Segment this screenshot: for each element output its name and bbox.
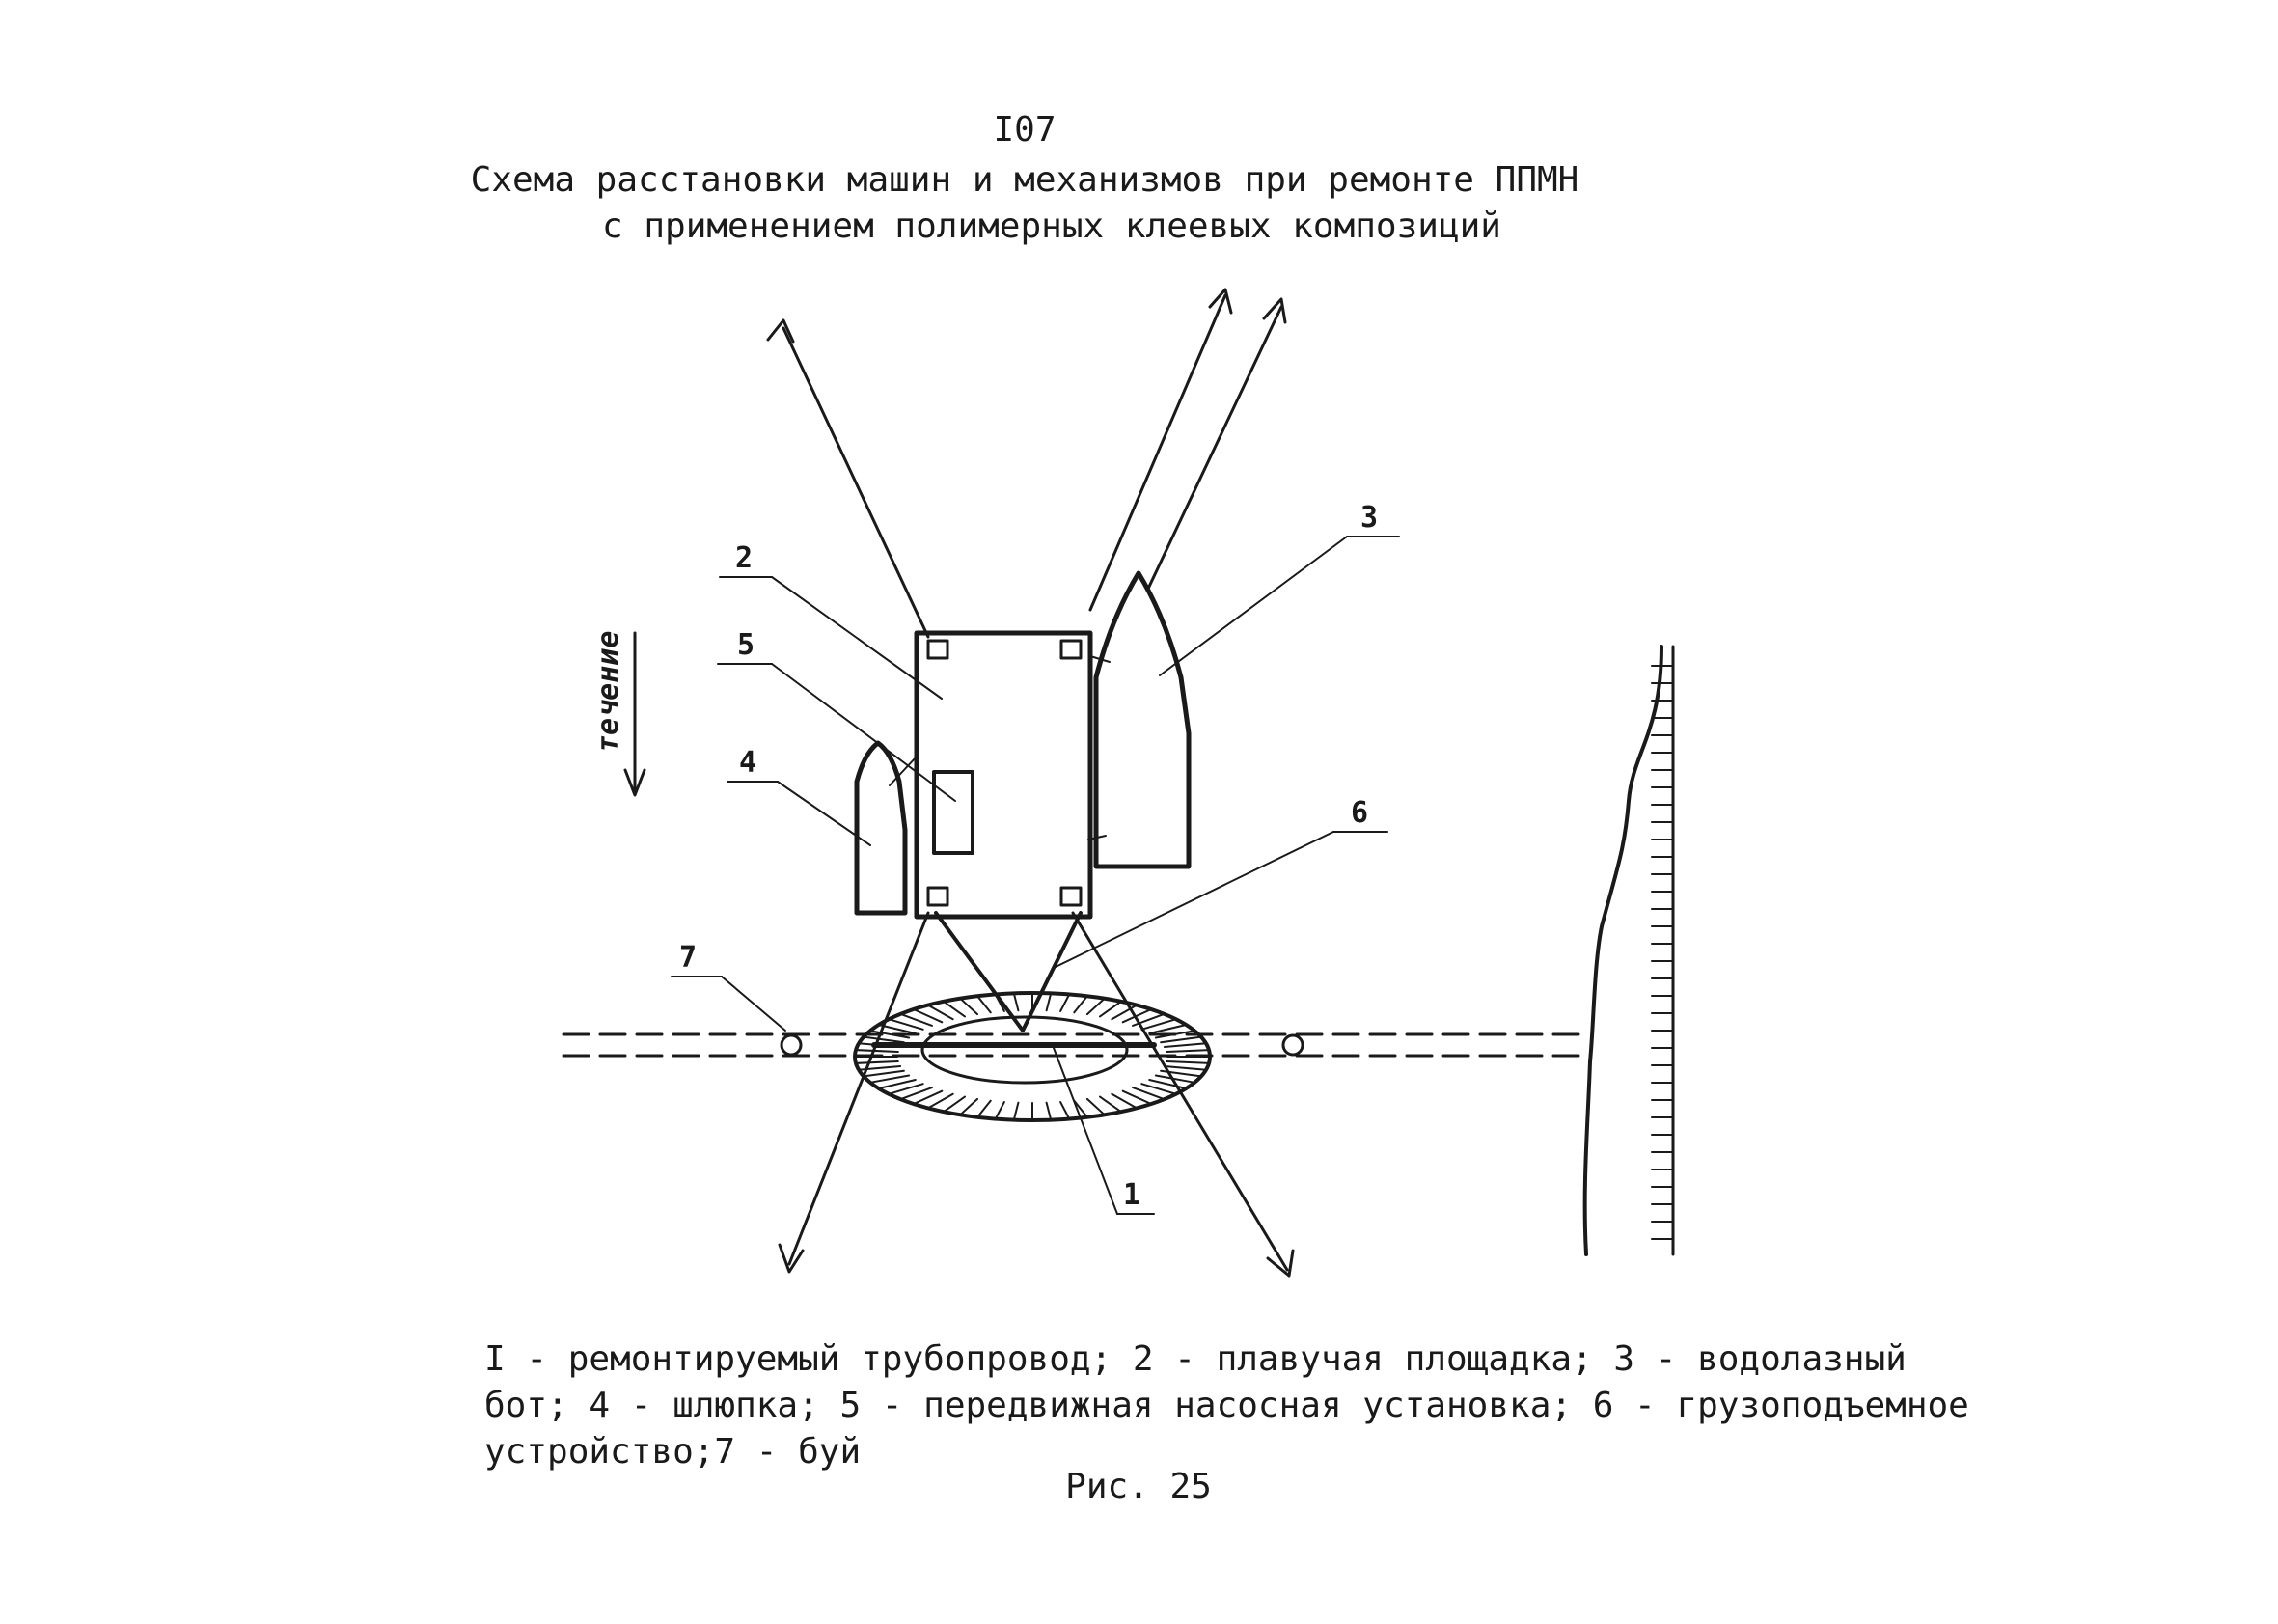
river-bank	[1582, 645, 1675, 1256]
pit-hatch-line	[926, 1004, 954, 1021]
pit-hatch-line	[1132, 1087, 1166, 1101]
pit-hatch-line	[899, 1087, 933, 1101]
pit-hatch-line	[1111, 1092, 1139, 1110]
pit-hatch-line	[1154, 1030, 1196, 1039]
launch-boat	[854, 740, 908, 916]
pit-hatch-line	[1059, 1101, 1071, 1120]
callout-5: 5	[737, 628, 755, 662]
pit-hatch-line	[1045, 1101, 1053, 1121]
pit-hatch-line	[863, 1069, 905, 1078]
pit-hatch-line	[959, 997, 979, 1016]
pit-hatch-line	[943, 1000, 966, 1018]
pit-hatch-line	[877, 1079, 917, 1089]
pit-hatch-line	[888, 1018, 924, 1031]
callout-3: 3	[1360, 501, 1378, 535]
winch-block-tl	[926, 639, 949, 660]
pit-hatch-line	[943, 1095, 966, 1114]
legend-line3: устройство;7 - буй	[484, 1432, 861, 1472]
pit-hatch-line	[1085, 997, 1106, 1016]
repair-pit	[853, 991, 1212, 1122]
pit-hatch-line	[1148, 1024, 1188, 1034]
pit-hatch-line	[1099, 1095, 1122, 1114]
anchor-cable-upper-right-1	[1088, 288, 1233, 612]
pit-hatch-line	[1166, 1060, 1210, 1064]
pit-hatch-line	[976, 995, 992, 1014]
pit-hatch-line	[1121, 1008, 1153, 1024]
diagram-title-line2: с применением полимерных клеевых компози…	[602, 206, 1501, 246]
buoy-right	[1281, 1033, 1304, 1057]
pit-hatch-line	[1073, 1099, 1088, 1118]
pit-hatch-line	[1012, 1101, 1020, 1121]
diving-boat	[1093, 570, 1192, 869]
pit-hatch-line	[1140, 1018, 1177, 1031]
pit-hatch-line	[912, 1008, 944, 1024]
page-number: I07	[993, 110, 1056, 150]
buoy-left	[780, 1033, 803, 1057]
pipeline	[562, 1032, 1584, 1058]
winch-block-br	[1059, 886, 1083, 907]
diagram-title-line1: Схема расстановки машин и механизмов при…	[471, 160, 1579, 200]
pit-hatch-line	[1163, 1065, 1207, 1071]
pit-hatch-line	[888, 1083, 924, 1095]
pit-hatch-line	[1059, 993, 1071, 1012]
callout-6: 6	[1351, 796, 1368, 830]
current-label: течение	[591, 631, 625, 753]
pit-hatch-line	[1163, 1042, 1207, 1048]
legend-line2: бот; 4 - шлюпка; 5 - передвижная насосна…	[484, 1386, 1969, 1425]
callout-2: 2	[735, 541, 753, 575]
winch-block-tr	[1059, 639, 1083, 660]
anchor-cable-upper-right-2	[1146, 297, 1287, 591]
pit-hatch-line	[1073, 995, 1088, 1014]
pump-unit	[932, 770, 974, 855]
callout-1: 1	[1123, 1178, 1140, 1212]
repair-pit-hatching	[854, 992, 1211, 1121]
floating-platform	[914, 630, 1093, 920]
anchor-cable-upper-left	[766, 318, 930, 639]
pit-hatch-line	[1160, 1035, 1202, 1044]
callout-7: 7	[679, 941, 697, 975]
pit-hatch-line	[1148, 1079, 1188, 1089]
pit-hatch-line	[1085, 1097, 1106, 1116]
callout-4: 4	[739, 746, 756, 780]
pit-hatch-line	[1045, 992, 1053, 1012]
pit-hatch-line	[1166, 1049, 1210, 1053]
pit-hatch-line	[976, 1099, 992, 1118]
anchor-cable-lower-right	[1071, 911, 1295, 1278]
pit-hatch-line	[899, 1012, 933, 1027]
pit-hatch-line	[855, 1049, 899, 1053]
pit-hatch-line	[1111, 1004, 1139, 1021]
winch-block-bl	[926, 886, 949, 907]
pit-hatch-line	[994, 993, 1005, 1012]
pit-hatch-line	[863, 1035, 905, 1044]
pit-hatch-line	[959, 1097, 979, 1116]
pit-hatch-line	[858, 1042, 902, 1048]
lifting-device-ropes	[934, 911, 1083, 1032]
legend-line1: I - ремонтируемый трубопровод; 2 - плаву…	[484, 1339, 1907, 1379]
pit-hatch-line	[877, 1024, 917, 1034]
pit-hatch-line	[926, 1092, 954, 1110]
pit-hatch-line	[1132, 1012, 1166, 1027]
pit-hatch-line	[868, 1074, 911, 1084]
figure-caption: Рис. 25	[1065, 1467, 1212, 1506]
pit-hatch-line	[994, 1101, 1005, 1120]
pit-hatch-line	[868, 1030, 911, 1039]
pit-hatch-line	[1099, 1000, 1122, 1018]
pit-hatch-line	[1121, 1089, 1153, 1105]
pit-hatch-line	[858, 1065, 902, 1071]
anchor-cable-lower-left	[778, 911, 930, 1274]
pit-hatch-line	[1160, 1069, 1202, 1078]
pit-hatch-line	[1012, 992, 1020, 1012]
pit-hatch-line	[855, 1060, 899, 1064]
pit-hatch-line	[912, 1089, 944, 1105]
pit-hatch-line	[1154, 1074, 1196, 1084]
pit-hatch-line	[1140, 1083, 1177, 1095]
current-direction: течение	[591, 631, 646, 797]
